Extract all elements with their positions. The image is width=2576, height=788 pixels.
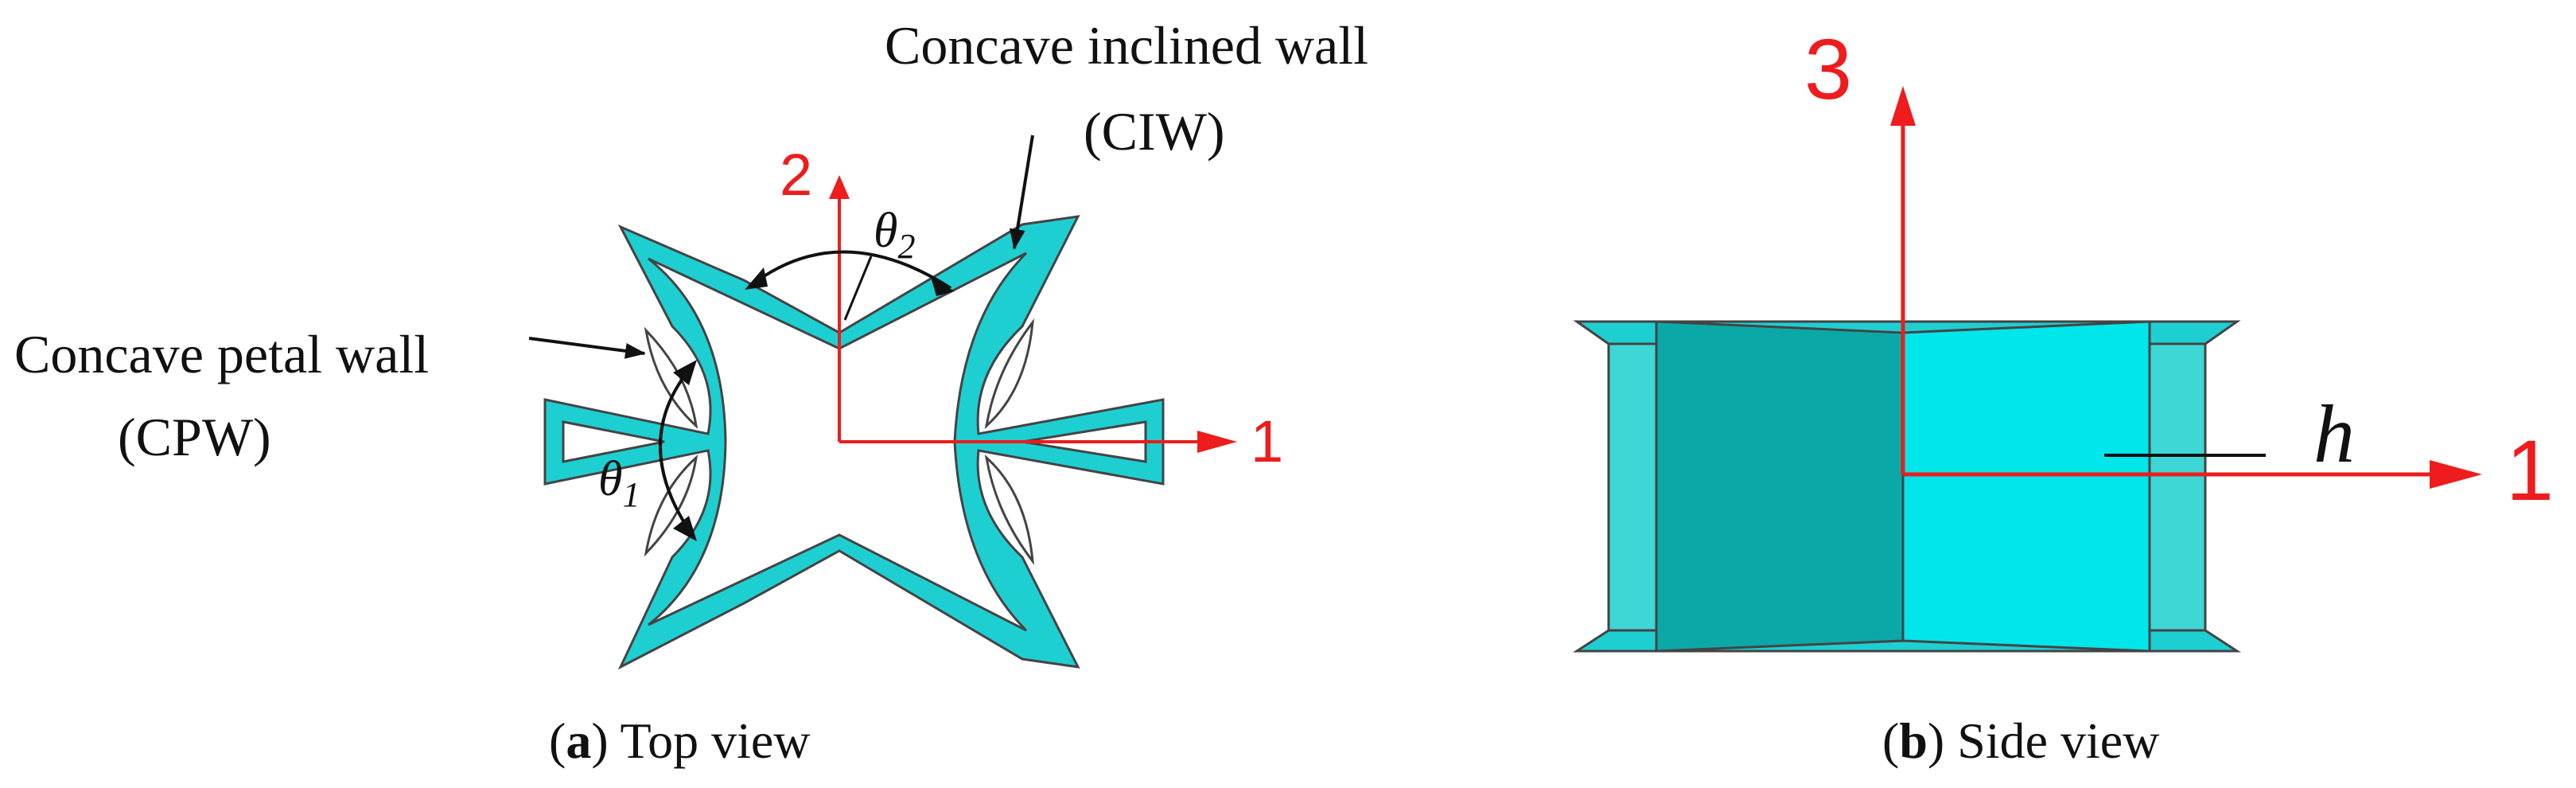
ciw-label-line1: Concave inclined wall [885, 15, 1368, 76]
caption-b: (b) Side view [1882, 712, 2159, 769]
theta2-arc [748, 250, 952, 290]
cpw-label-line2: (CPW) [118, 407, 271, 467]
ciw-pointer [1009, 135, 1034, 250]
axis-1-label: 1 [1251, 408, 1283, 474]
axis-2-arrowhead [829, 175, 850, 199]
cpw-label-line1: Concave petal wall [14, 324, 429, 384]
right-outer-strip [2148, 342, 2207, 632]
axis-1-arrowhead [1197, 431, 1237, 453]
cell-wall-ring [543, 215, 1165, 670]
left-upper-petal-slit [644, 326, 698, 429]
theta1-arc [659, 365, 694, 536]
bright-inner-face [1901, 320, 2151, 653]
right-lower-petal-slit [984, 454, 1034, 566]
left-lower-petal-slit [644, 454, 698, 557]
left-outer-strip [1607, 342, 1658, 632]
theta1-arrowhead-top [673, 360, 697, 385]
h-label: h [2313, 388, 2355, 480]
panel-b-side-view: h 3 1 (b) Side view [1572, 21, 2554, 769]
theta2-arrowhead-left [745, 267, 768, 290]
panel-a-top-view: 2 1 θ2 θ1 Concave inclined wall (CIW) Co… [14, 15, 1368, 769]
theta1-label: θ1 [598, 452, 640, 514]
theta2-label: θ2 [874, 204, 915, 266]
cpw-pointer [528, 337, 646, 359]
axis-1-label-side: 1 [2506, 422, 2554, 518]
ciw-label-line2: (CIW) [1084, 101, 1224, 162]
theta2-arrowhead-right [931, 277, 955, 296]
dark-inner-face [1655, 320, 1905, 653]
theta1-arrowhead-bottom [673, 516, 697, 541]
caption-a: (a) Top view [549, 712, 811, 769]
theta2-leader [843, 256, 873, 321]
axis-3-label: 3 [1804, 21, 1852, 117]
axis-3-arrowhead [1890, 86, 1916, 126]
axis-1-arrowhead-side [2430, 460, 2482, 489]
right-upper-petal-slit [984, 318, 1034, 430]
axis-2-label: 2 [780, 142, 812, 208]
left-arm-slit [562, 420, 665, 463]
